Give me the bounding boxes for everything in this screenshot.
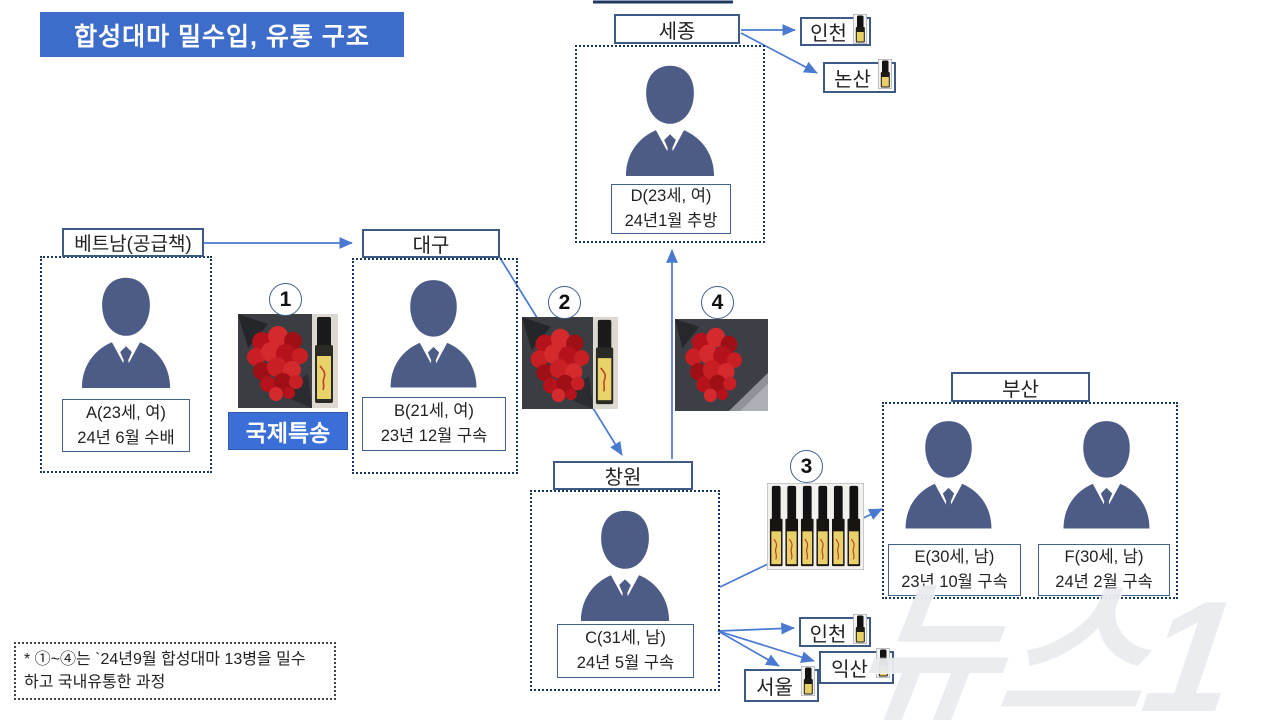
person-e-name: E(30세, 남)	[914, 548, 995, 567]
person-b-name: B(21세, 여)	[394, 402, 474, 421]
person-c-name: C(31세, 남)	[585, 629, 666, 648]
person-b-status: 23년 12월 구속	[380, 427, 488, 445]
page-title: 합성대마 밀수입, 유통 구조	[40, 12, 404, 57]
person-icon-f	[1050, 413, 1163, 531]
destination-label: 인천	[810, 23, 847, 45]
person-d-name: D(23세, 여)	[630, 187, 712, 206]
person-a-status: 24년 6월 수배	[77, 428, 175, 447]
bottle-icon	[876, 648, 890, 682]
region-label-vietnam: 베트남(공급책)	[62, 228, 204, 257]
person-icon-e	[892, 413, 1005, 531]
destination-label: 인천	[809, 623, 847, 646]
person-e-status: 23년 10월 구속	[901, 573, 1008, 591]
bottle-icon	[801, 666, 815, 700]
person-icon-b	[377, 272, 490, 390]
person-icon-c	[567, 503, 683, 623]
footnote-line1: * ①~④는 `24년9월 합성대마 13병을 밀수	[24, 651, 306, 668]
destination-nonsan: 논산	[823, 59, 896, 93]
person-c-status: 24년 5월 구속	[576, 654, 675, 672]
shipping-label: 국제특송	[228, 412, 348, 450]
bottle-icon	[853, 614, 867, 648]
roses-bottle-photo-1	[238, 314, 338, 408]
destination-seoul: 서울	[744, 666, 819, 702]
region-label-busan: 부산	[951, 372, 1090, 402]
person-a-name: A(23세, 여)	[86, 403, 166, 422]
destination-iksan: 익산	[819, 648, 894, 684]
person-icon-d	[612, 58, 728, 178]
bottle-icon	[878, 59, 892, 93]
bottles-photo-3	[767, 483, 864, 570]
footnote-line2: 하고 국내유통한 과정	[24, 674, 166, 692]
group-box-sejong	[575, 45, 765, 243]
step-circle-4: 4	[701, 286, 734, 319]
person-label-a: A(23세, 여) 24년 6월 수배	[62, 399, 190, 452]
destination-label: 익산	[831, 659, 868, 681]
destination-incheon-bottom: 인천	[799, 614, 871, 648]
destination-incheon-top: 인천	[800, 14, 871, 48]
roses-photo-4	[675, 319, 768, 411]
person-label-d: D(23세, 여) 24년1월 추방	[611, 184, 731, 234]
group-box-changwon	[530, 490, 720, 691]
destination-label: 서울	[756, 677, 793, 699]
region-label-sejong: 세종	[614, 14, 740, 44]
step-circle-2: 2	[548, 286, 581, 319]
region-label-daegu: 대구	[362, 229, 500, 258]
person-label-f: F(30세, 남) 24년 2월 구속	[1038, 544, 1170, 596]
roses-bottle-photo-2	[522, 317, 618, 409]
group-box-busan	[882, 402, 1178, 599]
person-label-e: E(30세, 남) 23년 10월 구속	[888, 544, 1021, 596]
group-box-vietnam	[40, 256, 212, 473]
person-f-status: 24년 2월 구속	[1055, 573, 1153, 591]
step-circle-3: 3	[790, 450, 823, 483]
destination-label: 논산	[834, 69, 871, 91]
person-icon-a	[68, 270, 184, 390]
person-f-name: F(30세, 남)	[1064, 548, 1144, 567]
person-label-b: B(21세, 여) 23년 12월 구속	[362, 397, 506, 451]
step-circle-1: 1	[269, 283, 302, 316]
footnote: * ①~④는 `24년9월 합성대마 13병을 밀수 하고 국내유통한 과정	[14, 642, 336, 700]
group-box-daegu	[352, 258, 518, 474]
bottle-icon	[853, 14, 867, 48]
region-label-changwon: 창원	[553, 461, 693, 490]
person-label-c: C(31세, 남) 24년 5월 구속	[557, 624, 694, 678]
person-d-status: 24년1월 추방	[624, 212, 718, 230]
